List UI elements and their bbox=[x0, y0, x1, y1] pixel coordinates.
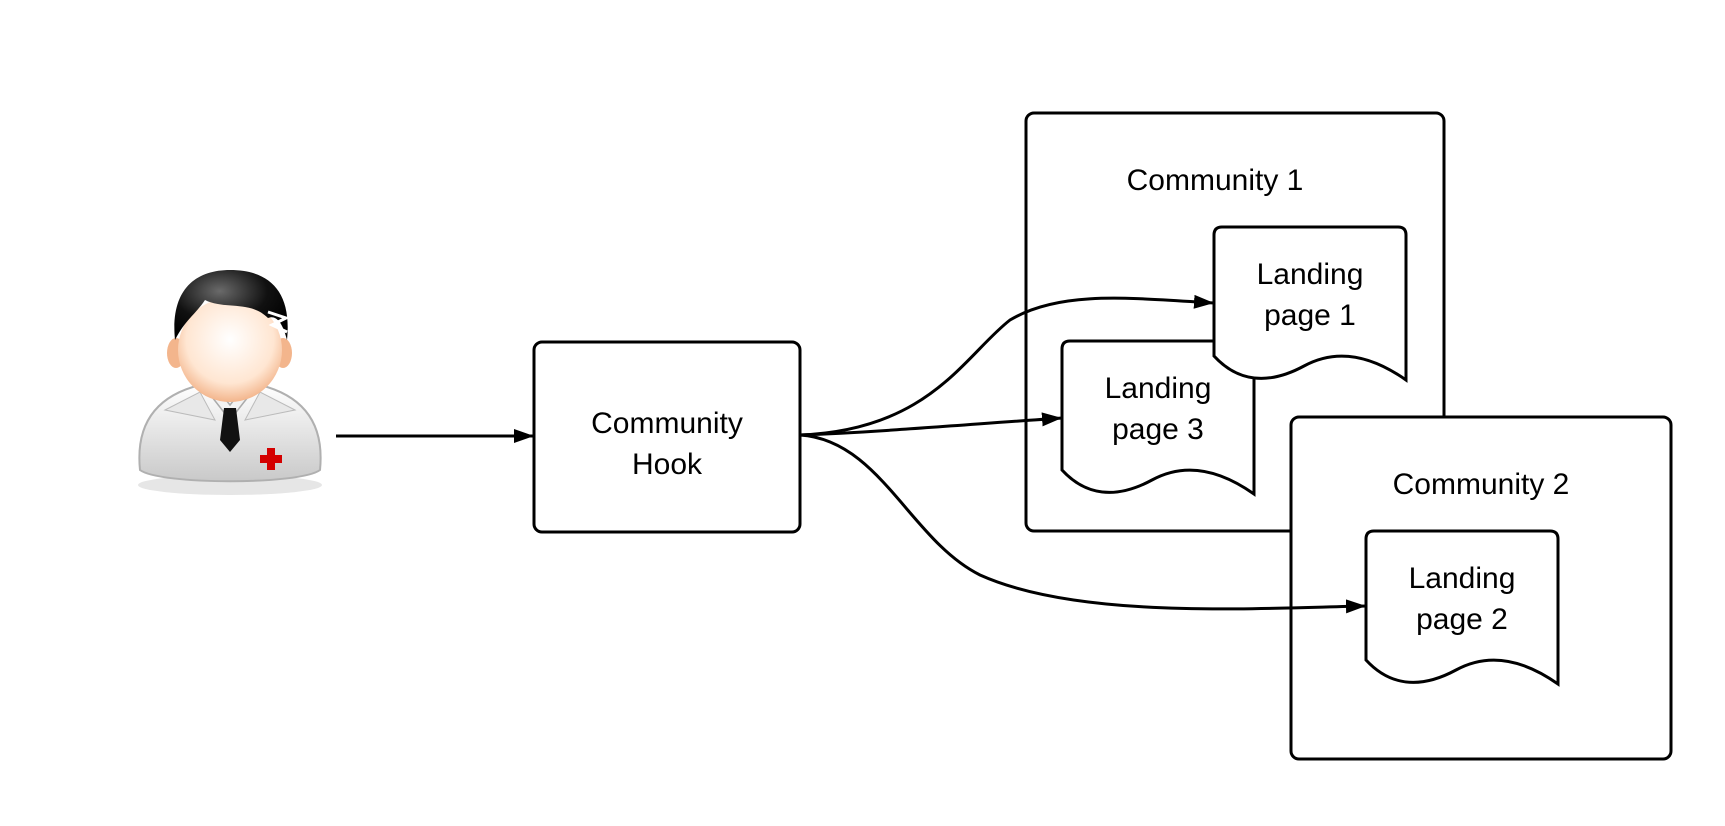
doctor-user-icon bbox=[138, 270, 322, 495]
landing-page-1-line1: Landing bbox=[1257, 258, 1364, 291]
red-cross-icon bbox=[260, 448, 282, 470]
landing-page-2-line2: page 2 bbox=[1416, 603, 1508, 636]
arrow-hook-to-landing-2 bbox=[799, 433, 1367, 614]
landing-page-1-doc: Landing page 1 bbox=[1212, 225, 1408, 383]
landing-page-2-doc: Landing page 2 bbox=[1364, 529, 1560, 687]
community-1-label: Community 1 bbox=[1127, 164, 1304, 197]
community-2-label: Community 2 bbox=[1393, 468, 1570, 501]
landing-page-1-line2: page 1 bbox=[1264, 299, 1356, 332]
landing-page-3-doc: Landing page 3 bbox=[1060, 339, 1256, 497]
community-hook-label-line2: Hook bbox=[632, 448, 703, 481]
arrow-hook-to-landing-1 bbox=[799, 294, 1215, 437]
community-hook-label-line1: Community bbox=[591, 407, 743, 440]
landing-page-3-line1: Landing bbox=[1105, 372, 1212, 405]
arrow-hook-to-landing-3 bbox=[799, 412, 1063, 437]
landing-page-2-line1: Landing bbox=[1409, 562, 1516, 595]
community-hook-box: Community Hook bbox=[532, 340, 802, 534]
landing-page-3-line2: page 3 bbox=[1112, 413, 1204, 446]
